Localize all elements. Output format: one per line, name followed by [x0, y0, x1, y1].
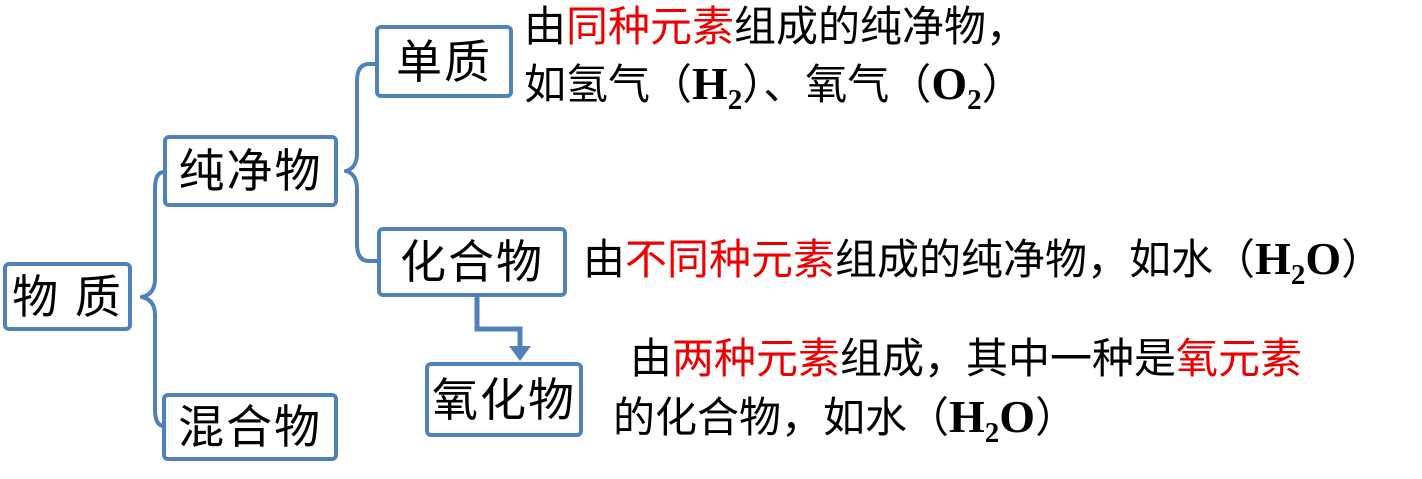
node-compound-label: 化合物	[400, 236, 544, 288]
brace-matter-to-mixture	[140, 295, 166, 428]
node-mixture-label: 混合物	[178, 401, 322, 453]
formula-symbol: H	[692, 58, 728, 109]
node-element-label: 单质	[396, 35, 492, 88]
node-mixture: 混合物	[162, 393, 338, 461]
brace-pure-to-compound	[344, 169, 380, 263]
node-oxide: 氧化物	[425, 362, 583, 437]
compound-desc-line: 由不同种元素组成的纯净物，如水（H2O）	[583, 232, 1383, 292]
text-run: ）	[981, 63, 1024, 109]
red-term-oxygen-element: 氧元素	[1176, 337, 1303, 383]
formula-subscript: 2	[727, 84, 743, 116]
text-run: ）	[1035, 396, 1078, 442]
text-run: 由	[583, 238, 626, 284]
text-run: ）	[1341, 238, 1384, 284]
node-element: 单质	[375, 25, 513, 98]
node-compound: 化合物	[377, 227, 567, 297]
formula-symbol: H	[949, 391, 985, 442]
brace-pure-to-element	[344, 62, 378, 173]
formula-h2o: H2O	[949, 391, 1036, 449]
oxide-desc-line1: 由两种元素组成，其中一种是氧元素	[630, 336, 1302, 386]
formula-h2o: H2O	[1255, 233, 1342, 291]
element-desc-line1: 由同种元素组成的纯净物，	[524, 4, 1028, 54]
text-run: 组成，其中一种是	[840, 337, 1177, 383]
formula-subscript: 2	[967, 84, 982, 116]
oxide-desc-line2: 的化合物，如水（H2O）	[613, 390, 1077, 450]
formula-h2: H2	[692, 58, 742, 116]
text-run: 组成的纯净物，	[734, 5, 1029, 51]
formula-symbol: H	[1255, 233, 1291, 284]
node-pure-substance-label: 纯净物	[178, 145, 323, 197]
formula-o2: O2	[931, 58, 981, 116]
formula-symbol: O	[931, 58, 968, 109]
red-term-two-elements: 两种元素	[672, 337, 841, 383]
node-matter: 物 质	[3, 262, 132, 331]
node-oxide-label: 氧化物	[432, 373, 576, 426]
text-run: 如氢气（	[524, 63, 693, 109]
formula-subscript: 2	[1290, 259, 1306, 291]
formula-symbol: O	[999, 391, 1036, 442]
formula-symbol: O	[1305, 233, 1342, 284]
node-pure-substance: 纯净物	[163, 135, 338, 207]
arrow-head-icon	[509, 346, 531, 361]
text-run: 组成的纯净物，如水（	[835, 238, 1256, 284]
red-term-different-elements: 不同种元素	[625, 238, 836, 284]
formula-subscript: 2	[984, 417, 1000, 449]
brace-matter-to-pure	[140, 170, 166, 299]
text-run: 的化合物，如水（	[613, 396, 950, 442]
text-run: ）、氧气（	[742, 63, 932, 109]
red-term-same-elements: 同种元素	[566, 5, 735, 51]
text-run: 由	[630, 337, 673, 383]
element-desc-line2: 如氢气（H2）、氧气（O2）	[524, 57, 1024, 117]
arrow-compound-to-oxide	[474, 294, 523, 351]
node-matter-label: 物 质	[12, 270, 123, 323]
text-run: 由	[524, 5, 567, 51]
